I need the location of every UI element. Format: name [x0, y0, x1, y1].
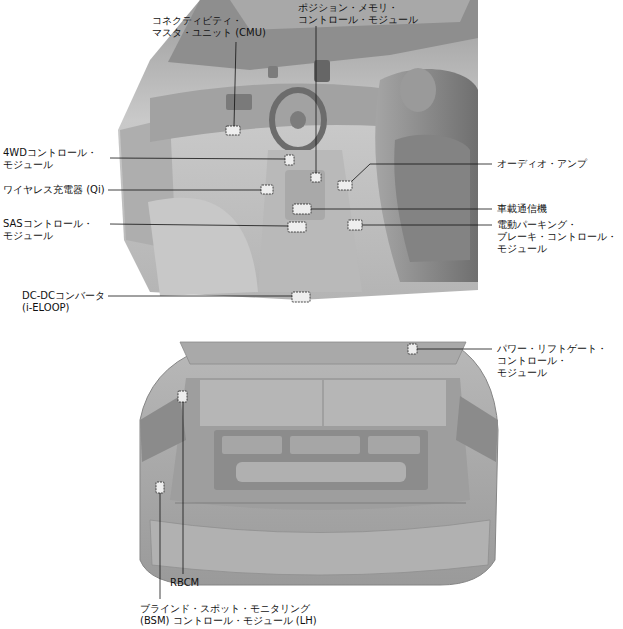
callout-label: オーディオ・アンプ [497, 158, 587, 170]
callout-label: コネクティビティ・ マスタ・ユニット (CMU) [152, 15, 266, 39]
callout-label: 4WDコントロール・ モジュール [3, 147, 97, 171]
callout-label: ポジション・メモリ・ コントロール・モジュール [298, 2, 418, 26]
text-line: DC-DCコンバータ [22, 290, 105, 302]
text-line: オーディオ・アンプ [497, 158, 587, 170]
text-line: SASコントロール・ [3, 218, 93, 230]
callout-label: 車載通信機 [497, 203, 547, 215]
text-line: モジュール [3, 230, 93, 242]
text-line: モジュール [3, 159, 97, 171]
callout-label: SASコントロール・ モジュール [3, 218, 93, 242]
text-line: 電動パーキング・ [497, 219, 617, 231]
text-line: ワイヤレス充電器 (Qi) [3, 184, 105, 196]
text-line: RBCM [170, 577, 199, 589]
text-line: ポジション・メモリ・ [298, 2, 418, 14]
text-line: ブラインド・スポット・モニタリング [140, 603, 317, 615]
text-line: ブレーキ・コントロール・ [497, 231, 617, 243]
text-line: 車載通信機 [497, 203, 547, 215]
component-icon [156, 126, 417, 493]
text-line: (BSM) コントロール・モジュール (LH) [140, 615, 317, 627]
leader-line [108, 26, 492, 599]
text-line: モジュール [497, 243, 617, 255]
text-line: モジュール [497, 367, 607, 379]
text-line: コントロール・モジュール [298, 14, 418, 26]
text-line: パワー・リフトゲート・ [497, 343, 607, 355]
interior-illustration [118, 0, 478, 300]
callout-label: 電動パーキング・ ブレーキ・コントロール・ モジュール [497, 219, 617, 255]
rear-illustration [140, 342, 498, 585]
callout-label: ワイヤレス充電器 (Qi) [3, 184, 105, 196]
text-line: コネクティビティ・ [152, 15, 266, 27]
callout-label: ブラインド・スポット・モニタリング (BSM) コントロール・モジュール (LH… [140, 603, 317, 627]
callout-label: RBCM [170, 577, 199, 589]
callout-label: DC-DCコンバータ (i-ELOOP) [22, 290, 105, 314]
text-line: (i-ELOOP) [22, 302, 105, 314]
text-line: マスタ・ユニット (CMU) [152, 27, 266, 39]
text-line: コントロール・ [497, 355, 607, 367]
text-line: 4WDコントロール・ [3, 147, 97, 159]
callout-label: パワー・リフトゲート・ コントロール・ モジュール [497, 343, 607, 379]
